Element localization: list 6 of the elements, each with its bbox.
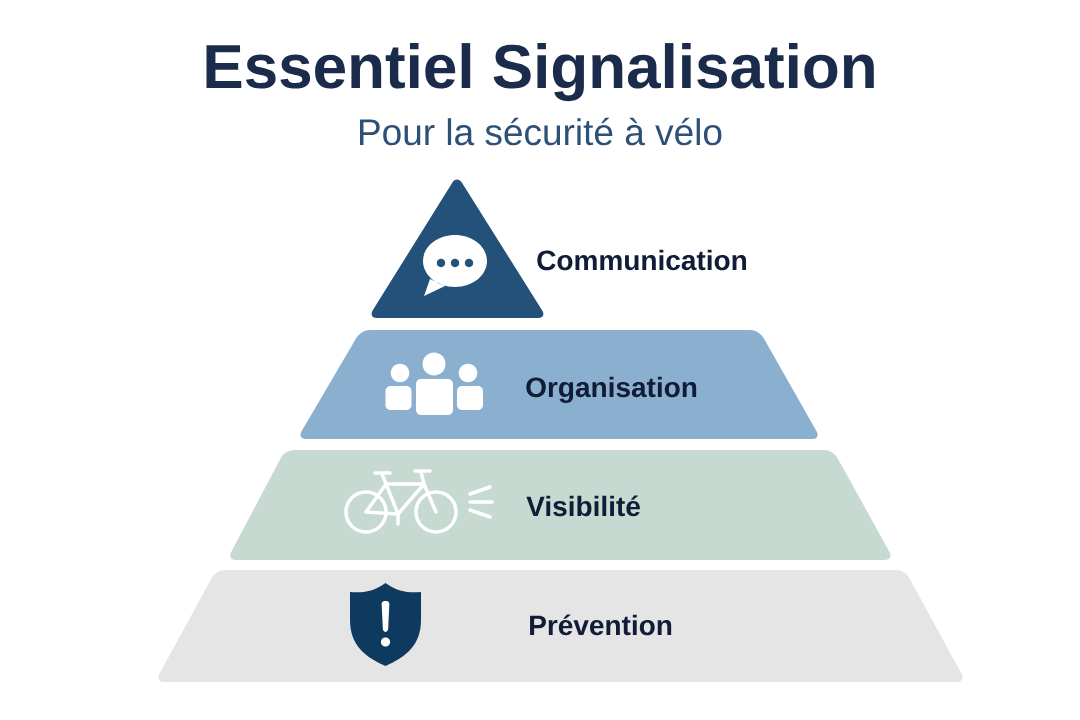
subtitle: Pour la sécurité à vélo: [360, 117, 722, 146]
pyramid-tier: Visibilité: [230, 450, 891, 560]
pyramid-tier: Organisation: [300, 330, 818, 439]
pyramid-tier: Prévention: [158, 570, 963, 682]
title: Essentiel Signalisation: [206, 43, 874, 102]
tier-label: Communication: [537, 249, 747, 271]
